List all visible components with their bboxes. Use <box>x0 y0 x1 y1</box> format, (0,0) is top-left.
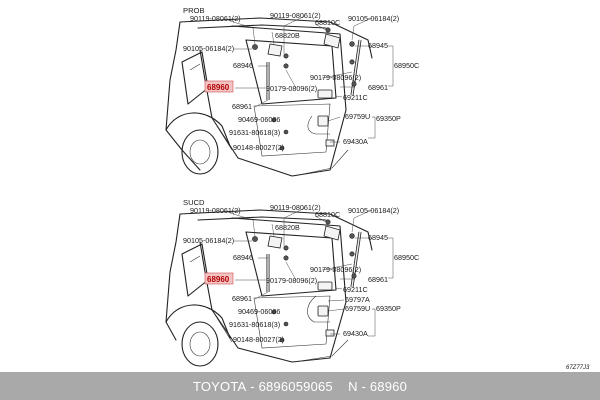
callout: 90148-80027(2) <box>233 143 284 152</box>
callout: 68961 <box>368 83 388 92</box>
callout: 90469-06006 <box>238 115 280 124</box>
callout: 68961 <box>368 275 388 284</box>
callout: 69759U <box>345 112 370 121</box>
parts-diagram: PROB <box>165 6 590 371</box>
footer-separator: - <box>250 378 255 394</box>
callout: 68945 <box>368 41 388 50</box>
short-code: 68960 <box>369 378 408 394</box>
callout: 91631-80618(3) <box>229 320 280 329</box>
highlighted-part-box <box>204 272 234 285</box>
callout: 90119-08061(2) <box>190 206 241 215</box>
part-number-footer: TOYOTA - 6896059065 N - 68960 <box>0 372 600 400</box>
callout: 69350P <box>376 114 401 123</box>
callout-highlighted: 68960 <box>207 83 230 92</box>
callout: 69211C <box>343 93 368 102</box>
callout: 69797A <box>345 295 370 304</box>
callout: 90119-08061(2) <box>190 14 241 23</box>
callout: 68946 <box>233 61 253 70</box>
diagram-panel-top: PROB <box>165 6 419 177</box>
callout: 90179-08096(2) <box>266 84 317 93</box>
callout-labels: 90119-08061(2) 90119-08061(2) 68810C 901… <box>183 11 419 152</box>
figure-code: 67Z77J3 <box>566 365 590 371</box>
callout: 90148-80027(2) <box>233 335 284 344</box>
callout: 91631-80618(3) <box>229 128 280 137</box>
callout: 68945 <box>368 233 388 242</box>
callout: 68946 <box>233 253 253 262</box>
callout: 69350P <box>376 304 401 313</box>
callout: 68950C <box>394 61 419 70</box>
callout: 90179-08096(2) <box>310 265 361 274</box>
callout: 68961 <box>232 294 252 303</box>
highlighted-part-box <box>204 80 234 93</box>
callout: 68810C <box>315 18 340 27</box>
callout: 90105-06184(2) <box>183 236 234 245</box>
callout: 90179-08096(2) <box>310 73 361 82</box>
footer-separator: - <box>361 378 367 394</box>
callout: 68820B <box>275 223 300 232</box>
callout: 69430A <box>343 137 368 146</box>
callout: 90469-06006 <box>238 307 280 316</box>
callout: 90179-08096(2) <box>266 276 317 285</box>
callout: 68961 <box>232 102 252 111</box>
variant-label: PROB <box>183 6 205 15</box>
variant-label: SUCD <box>183 198 205 207</box>
parts <box>252 219 362 343</box>
leader-lines <box>229 15 394 149</box>
callout: 90105-06184(2) <box>183 44 234 53</box>
callout: 69211C <box>343 285 368 294</box>
diagram-panel-bottom: SUCD <box>165 198 419 367</box>
callout: 69430A <box>343 329 368 338</box>
callout: 90105-06184(2) <box>348 206 399 215</box>
short-label: N <box>348 378 358 394</box>
callout-highlighted: 68960 <box>207 275 230 284</box>
brand-label: TOYOTA <box>192 378 247 394</box>
callout: 90105-06184(2) <box>348 14 399 23</box>
callout: 90119-08061(2) <box>270 203 321 212</box>
callout: 68820B <box>275 31 300 40</box>
leader-lines <box>229 207 394 341</box>
callout: 68950C <box>394 253 419 262</box>
part-number: 6896059065 <box>258 378 333 394</box>
callout: 90119-08061(2) <box>270 11 321 20</box>
callout: 68810C <box>315 210 340 219</box>
callout: 69759U <box>345 304 370 313</box>
callout-labels: 90119-08061(2) 90119-08061(2) 90105-0618… <box>183 203 419 344</box>
